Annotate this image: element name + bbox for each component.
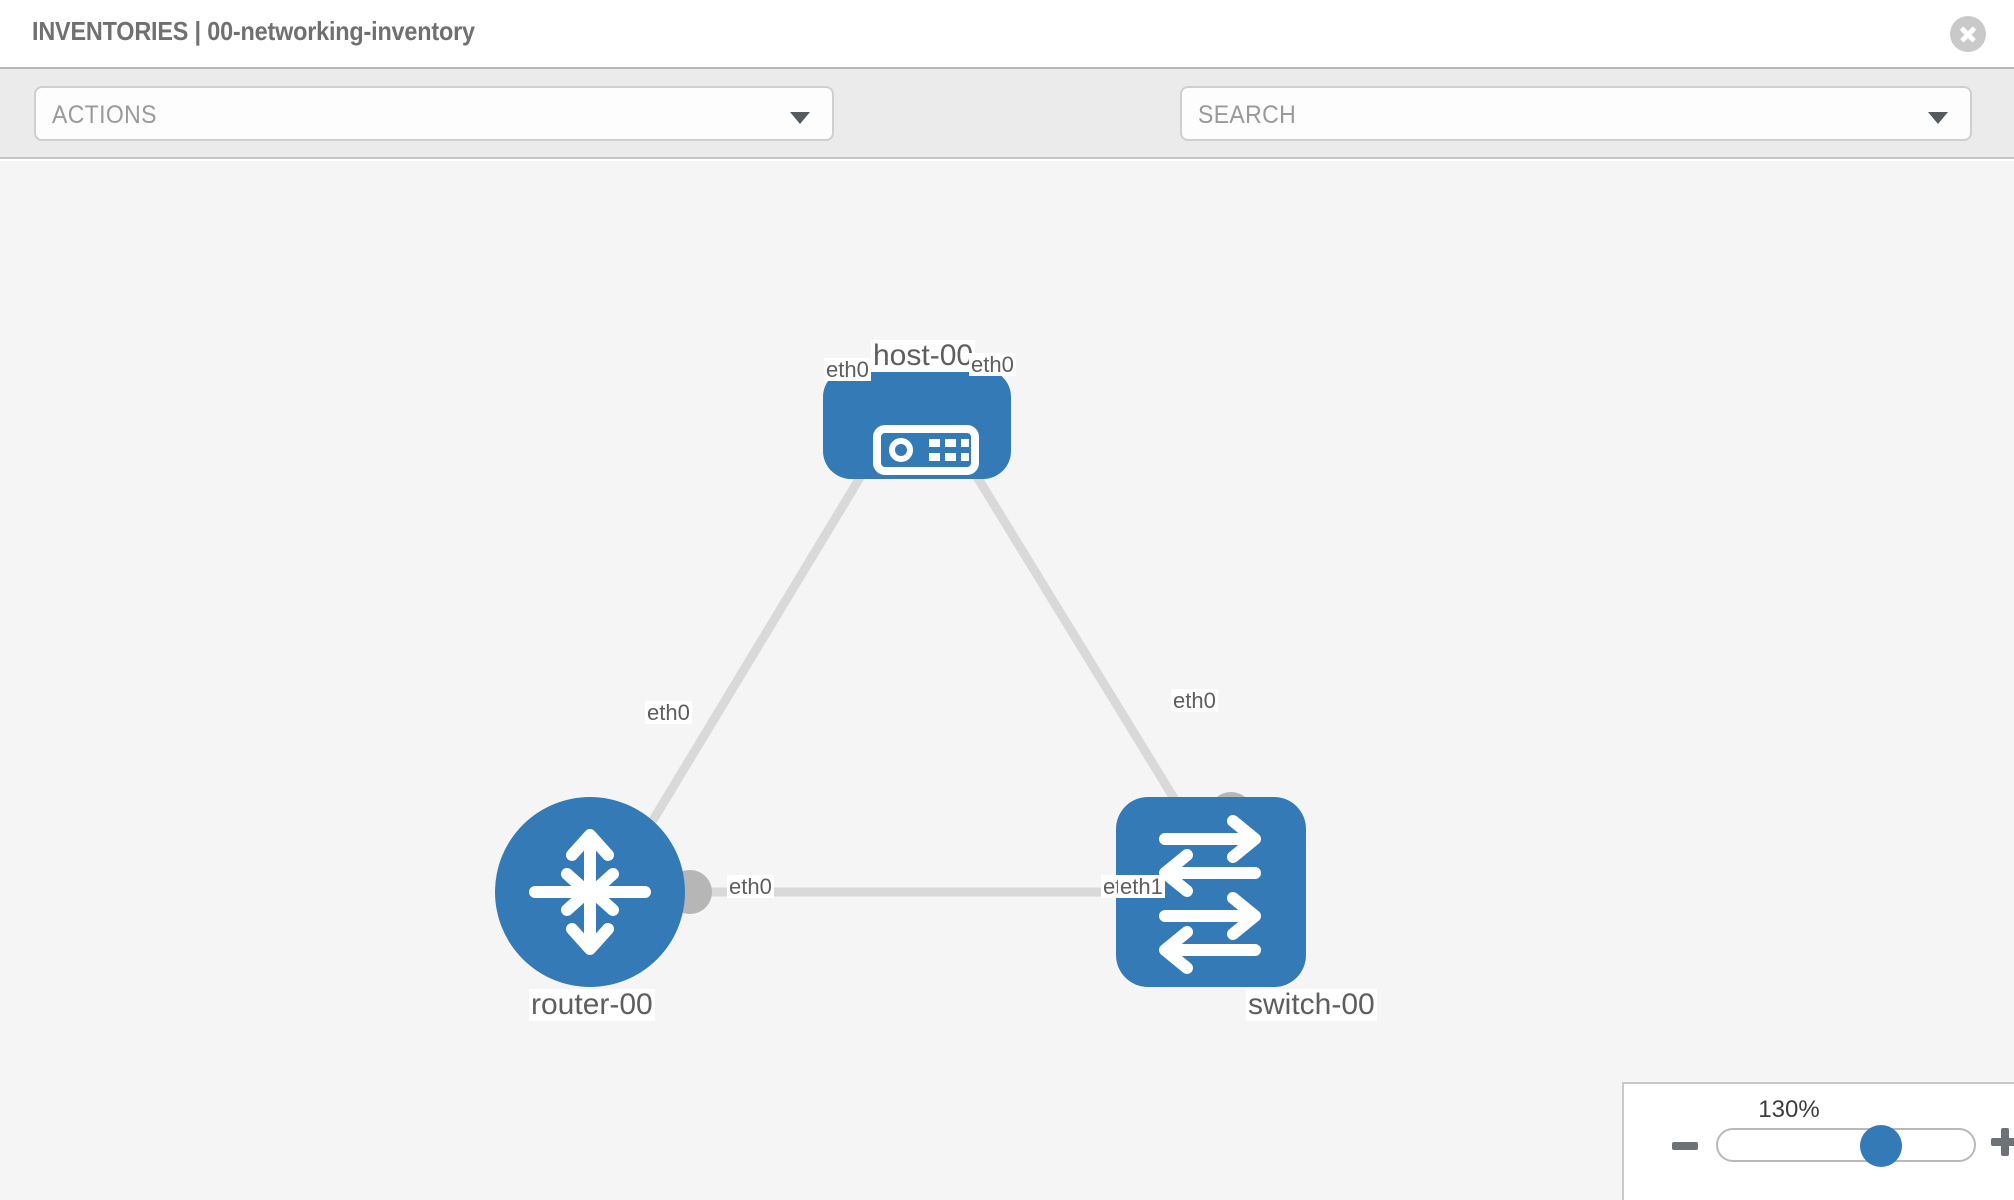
interface-label-router00-to-host00: eth0	[645, 700, 692, 725]
toolbar: ACTIONS SEARCH	[0, 69, 2014, 199]
zoom-slider-thumb[interactable]	[1860, 1125, 1902, 1167]
actions-dropdown[interactable]: ACTIONS	[34, 86, 834, 141]
interface-label-host00-to-router00: eth0	[824, 357, 871, 382]
zoom-in-button[interactable]	[1991, 1128, 2014, 1156]
zoom-out-button[interactable]	[1672, 1142, 1698, 1150]
chevron-down-icon	[790, 112, 810, 124]
close-icon[interactable]	[1950, 16, 1986, 52]
search-placeholder: SEARCH	[1198, 101, 1297, 129]
page-header: INVENTORIES | 00-networking-inventory	[0, 0, 2014, 69]
topology-graph	[495, 369, 1306, 987]
node-label-router-00: router-00	[529, 988, 655, 1021]
zoom-slider[interactable]	[1716, 1125, 1976, 1167]
topology-canvas[interactable]: host-00 router-00 switch-00 eth0 eth0 et…	[0, 161, 2014, 1200]
page-title: INVENTORIES | 00-networking-inventory	[32, 16, 475, 46]
node-router-00[interactable]	[495, 797, 685, 987]
interface-label-switch00-to-host00: eth0	[1171, 688, 1218, 713]
interface-label-switch00-to-router00: eth1	[1118, 874, 1165, 899]
node-label-host-00: host-00	[871, 339, 976, 372]
interface-label-host00-to-switch00: eth0	[969, 352, 1016, 377]
zoom-percentage-label: 130%	[1758, 1096, 1820, 1123]
interface-label-router00-to-switch00: eth0	[727, 874, 774, 899]
node-host-00[interactable]	[823, 369, 1011, 479]
zoom-control-panel: 130%	[1622, 1082, 2014, 1200]
node-label-switch-00: switch-00	[1246, 988, 1377, 1021]
link-host00-router00[interactable]	[608, 420, 897, 891]
node-switch-00[interactable]	[1116, 797, 1306, 987]
search-input[interactable]: SEARCH	[1180, 86, 1972, 141]
chevron-down-icon	[1928, 112, 1948, 124]
actions-dropdown-label: ACTIONS	[52, 101, 157, 129]
